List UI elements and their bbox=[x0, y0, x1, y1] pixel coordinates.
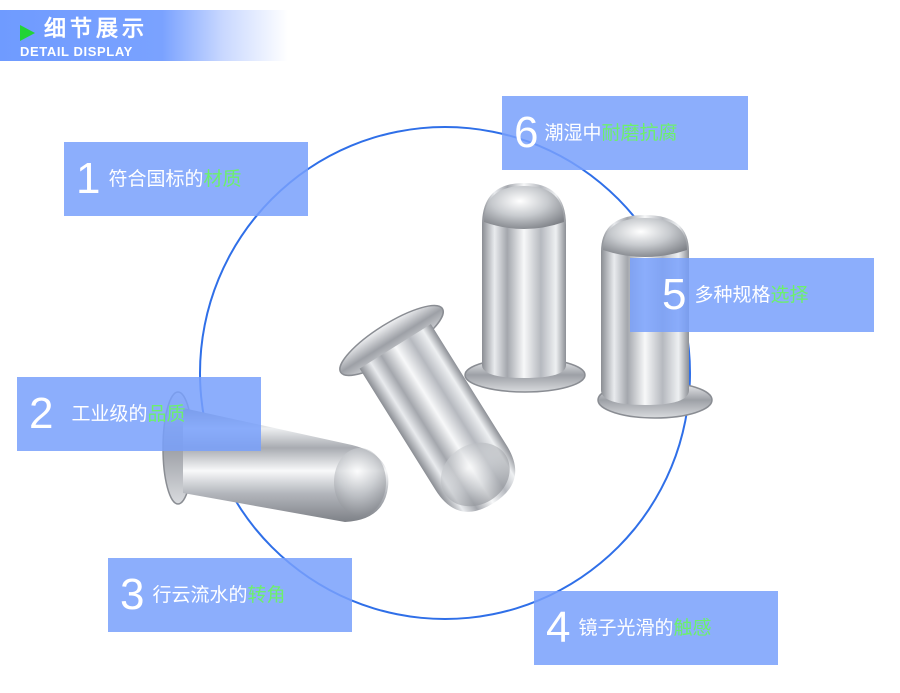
feature-number: 1 bbox=[76, 154, 101, 203]
feature-text: 潮湿中 bbox=[544, 122, 602, 144]
decorative-circle bbox=[199, 126, 691, 620]
play-triangle-icon bbox=[20, 25, 35, 41]
feature-number: 5 bbox=[662, 270, 687, 319]
feature-number: 3 bbox=[120, 570, 145, 619]
feature-box-6: 6 潮湿中 耐磨抗腐 bbox=[502, 96, 748, 170]
feature-number: 4 bbox=[546, 603, 571, 652]
feature-box-2: 2 工业级的 品质 bbox=[17, 377, 261, 451]
feature-number: 6 bbox=[514, 108, 539, 157]
feature-text: 工业级的 bbox=[71, 403, 148, 425]
feature-box-3: 3 行云流水的 转角 bbox=[108, 558, 352, 632]
feature-highlight: 品质 bbox=[147, 403, 186, 425]
feature-text: 镜子光滑的 bbox=[578, 617, 674, 639]
feature-highlight: 材质 bbox=[203, 168, 242, 190]
section-subtitle: DETAIL DISPLAY bbox=[20, 44, 133, 59]
section-header-banner: 细节展示 DETAIL DISPLAY bbox=[0, 10, 360, 61]
feature-highlight: 选择 bbox=[770, 284, 809, 306]
feature-highlight: 触感 bbox=[673, 617, 712, 639]
feature-text: 行云流水的 bbox=[152, 584, 248, 606]
feature-box-5: 5 多种规格 选择 bbox=[630, 258, 874, 332]
feature-text: 符合国标的 bbox=[108, 168, 204, 190]
feature-box-4: 4 镜子光滑的 触感 bbox=[534, 591, 778, 665]
feature-number: 2 bbox=[29, 389, 54, 438]
feature-box-1: 1 符合国标的 材质 bbox=[64, 142, 308, 216]
feature-text: 多种规格 bbox=[694, 284, 771, 306]
feature-highlight: 耐磨抗腐 bbox=[601, 122, 678, 144]
section-title: 细节展示 bbox=[44, 17, 149, 42]
feature-highlight: 转角 bbox=[247, 584, 286, 606]
